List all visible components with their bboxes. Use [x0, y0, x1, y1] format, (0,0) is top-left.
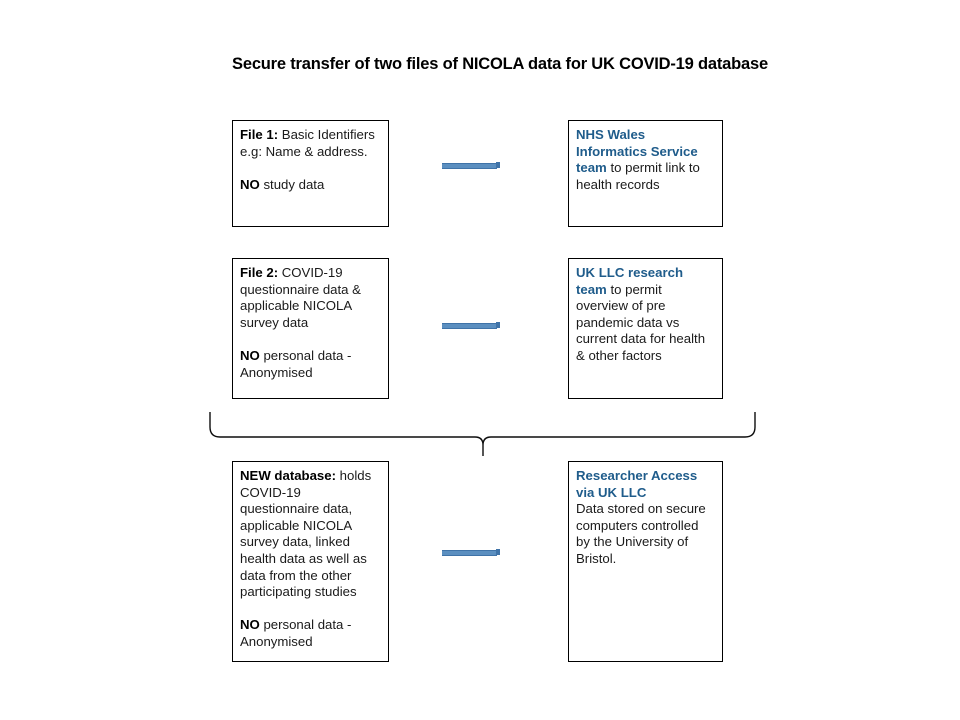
file-1-line-1: File 1: Basic Identifiers — [240, 127, 381, 144]
nhs-wales-body: to permit link to health records — [576, 160, 700, 192]
researcher-access-body: Data stored on secure computers controll… — [576, 501, 706, 566]
file-1-emphasis-text: study data — [259, 176, 325, 192]
new-database-emphasis: NO — [240, 617, 260, 633]
merge-brace-connector — [200, 405, 770, 465]
nhs-wales-heading: NHS Wales Informatics Service team — [576, 127, 698, 176]
new-database-line-1: NEW database: holds COVID-19 questionnai… — [240, 468, 381, 601]
researcher-access-heading: Researcher Access via UK LLC — [576, 468, 698, 500]
file-1-line-2: e.g: Name & address. — [240, 143, 368, 159]
file-2-emphasis: NO — [240, 347, 260, 363]
file-1-emphasis: NO — [240, 176, 260, 192]
new-database-emphasis-text: personal data - Anonymised — [240, 617, 352, 649]
uk-llc-text: UK LLC research team to permit overview … — [576, 265, 715, 365]
file-2-box: File 2: COVID-19 questionnaire data & ap… — [232, 258, 389, 399]
researcher-access-box: Researcher Access via UK LLC Data stored… — [568, 461, 723, 662]
file-1-lead: File 1: — [240, 127, 279, 142]
uk-llc-research-box: UK LLC research team to permit overview … — [568, 258, 723, 399]
file-1-lead-text: Basic Identifiers — [278, 127, 375, 142]
file-1-box: File 1: Basic Identifiers e.g: Name & ad… — [232, 120, 389, 227]
arrow-new-database-to-researcher-access — [442, 549, 500, 556]
file-1-emphasis-line: NO study data — [240, 177, 381, 194]
uk-llc-heading: UK LLC research team — [576, 265, 684, 297]
page-title: Secure transfer of two files of NICOLA d… — [232, 55, 768, 73]
file-2-emphasis-text: personal data - Anonymised — [240, 347, 352, 380]
new-database-lead-text: holds COVID-19 questionnaire data, appli… — [240, 468, 372, 600]
file-2-line-1: File 2: COVID-19 questionnaire data & ap… — [240, 265, 381, 331]
arrow-file-2-to-uk-llc — [442, 322, 500, 329]
file-2-emphasis-line: NO personal data - Anonymised — [240, 348, 381, 381]
file-2-lead: File 2: — [240, 265, 279, 280]
nhs-wales-box: NHS Wales Informatics Service team to pe… — [568, 120, 723, 227]
new-database-lead: NEW database: — [240, 468, 336, 483]
uk-llc-body: to permit overview of pre pandemic data … — [576, 281, 706, 363]
arrow-file-1-to-nhs-wales — [442, 162, 500, 169]
new-database-emphasis-line: NO personal data - Anonymised — [240, 617, 381, 650]
new-database-box: NEW database: holds COVID-19 questionnai… — [232, 461, 389, 662]
file-2-lead-text: COVID-19 questionnaire data & applicable… — [240, 265, 361, 330]
nhs-wales-text: NHS Wales Informatics Service team to pe… — [576, 127, 715, 193]
